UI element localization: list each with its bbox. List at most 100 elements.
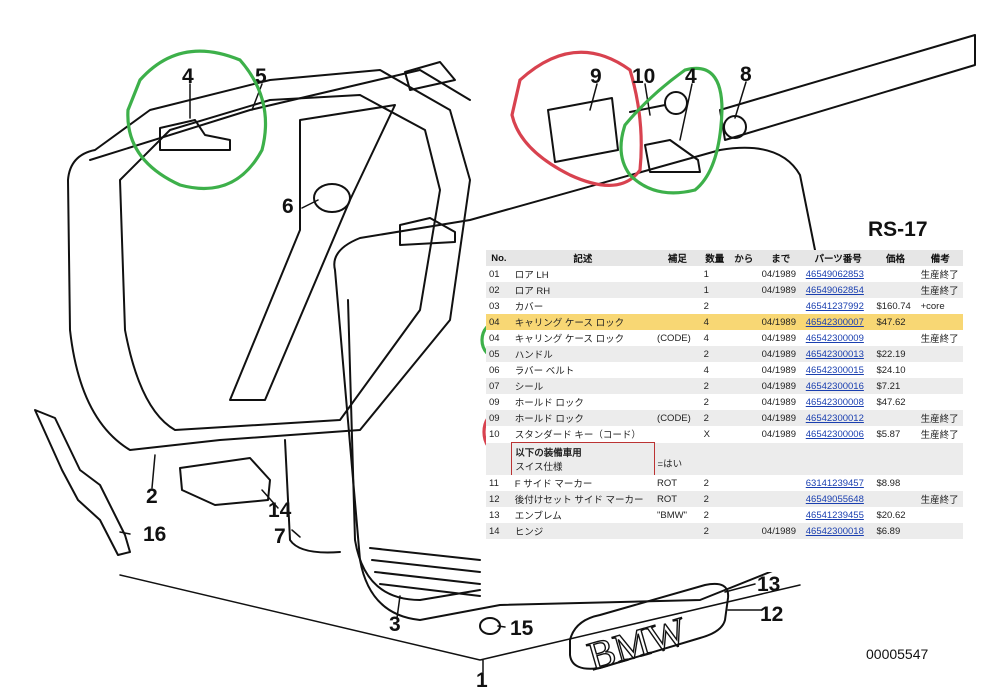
key-10 bbox=[664, 91, 688, 115]
note-line: スイス仕様 bbox=[515, 462, 563, 473]
col-quantity: 数量 bbox=[700, 250, 729, 266]
cell-to: 04/1989 bbox=[761, 332, 796, 344]
cell-to: 04/1989 bbox=[758, 314, 803, 330]
col-no: No. bbox=[486, 250, 512, 266]
cell-from bbox=[729, 298, 759, 314]
part-number-link[interactable]: 46542300006 bbox=[805, 428, 864, 440]
cell-no: 09 bbox=[489, 396, 500, 408]
note-value-cell: =はい bbox=[654, 442, 701, 475]
cell-to: 04/1989 bbox=[758, 346, 803, 362]
cell-from bbox=[728, 378, 759, 394]
cell-remarks bbox=[917, 523, 963, 539]
cell-remarks bbox=[918, 507, 963, 523]
cell-from bbox=[728, 346, 759, 362]
part-number-link[interactable]: 46542300013 bbox=[805, 348, 864, 360]
drawing-number: 00005547 bbox=[866, 646, 929, 662]
part-number-link[interactable]: 46542300018 bbox=[805, 525, 864, 537]
mounting-rail bbox=[719, 34, 976, 141]
cell-remarks: 生産終了 bbox=[920, 270, 959, 281]
note-no-cell bbox=[486, 442, 512, 475]
cell-supplement bbox=[654, 314, 701, 330]
leader-lines bbox=[119, 81, 801, 673]
cell-description: カバー bbox=[514, 302, 544, 313]
cell-supplement: ROT bbox=[657, 477, 678, 489]
green-circle-lock-4a bbox=[126, 49, 268, 190]
note-value: =はい bbox=[657, 458, 683, 470]
cell-supplement: ROT bbox=[654, 491, 701, 507]
key-10-shaft bbox=[629, 104, 666, 113]
cell-part-number: 46542300013 bbox=[802, 346, 874, 362]
parts-table-header: No. 記述 補足 数量 から まで パーツ番号 価格 備考 bbox=[486, 250, 963, 266]
cell-price bbox=[873, 491, 918, 507]
callout-13: 13 bbox=[757, 573, 781, 596]
cell-from bbox=[729, 394, 759, 410]
callout-14: 14 bbox=[268, 499, 292, 522]
part-number-link[interactable]: 46542300012 bbox=[805, 412, 864, 424]
part-number-link[interactable]: 46541239455 bbox=[805, 509, 864, 521]
top-lock bbox=[404, 61, 456, 91]
part-number-link[interactable]: 63141239457 bbox=[805, 477, 864, 489]
part-number-link[interactable]: 46542300009 bbox=[805, 332, 864, 344]
part-number-link[interactable]: 46542300008 bbox=[805, 396, 864, 408]
cell-to: 04/1989 bbox=[761, 268, 796, 280]
cell-supplement: (CODE) bbox=[654, 410, 701, 426]
cell-remarks bbox=[917, 314, 963, 330]
cell-part-number: 46542300016 bbox=[802, 378, 874, 394]
part-number-link[interactable]: 46542300015 bbox=[805, 364, 864, 376]
cell-part-number: 46542300008 bbox=[803, 394, 874, 410]
cell-no: 10 bbox=[489, 428, 500, 440]
cell-part-number: 46549055648 bbox=[802, 491, 874, 507]
cell-supplement bbox=[654, 378, 701, 394]
cell-remarks: 生産終了 bbox=[917, 491, 963, 507]
col-part-number: パーツ番号 bbox=[802, 250, 874, 266]
cell-to: 04/1989 bbox=[758, 523, 803, 539]
cell-quantity: 2 bbox=[700, 523, 729, 539]
cell-from bbox=[728, 410, 759, 426]
part-number-link[interactable]: 46542300007 bbox=[805, 316, 864, 328]
part-number-link[interactable]: 46549062853 bbox=[805, 268, 864, 280]
cell-price: $20.62 bbox=[876, 509, 906, 521]
part-number-link[interactable]: 46541237992 bbox=[805, 300, 864, 312]
rubber-15 bbox=[479, 617, 501, 635]
cell-no: 03 bbox=[489, 300, 500, 312]
callout-15: 15 bbox=[510, 617, 534, 640]
cell-part-number: 46542300012 bbox=[802, 410, 874, 426]
cell-part-number: 46541237992 bbox=[803, 298, 874, 314]
cell-quantity: 2 bbox=[700, 346, 729, 362]
red-circle-hold-lock-9 bbox=[510, 50, 643, 187]
cell-no: 02 bbox=[486, 282, 512, 298]
cell-no: 09 bbox=[486, 410, 512, 426]
cell-quantity: 2 bbox=[700, 378, 729, 394]
cell-part-number: 46542300007 bbox=[802, 314, 874, 330]
callout-5: 5 bbox=[255, 65, 267, 88]
part-number-link[interactable]: 46549062854 bbox=[805, 284, 864, 296]
cell-part-number: 63141239457 bbox=[803, 475, 874, 491]
part-number-link[interactable]: 46542300016 bbox=[805, 380, 864, 392]
cell-supplement bbox=[654, 266, 701, 282]
cell-quantity: 2 bbox=[703, 477, 709, 489]
cell-quantity: 2 bbox=[703, 509, 709, 521]
case-lock-4b bbox=[644, 139, 701, 173]
cell-from bbox=[728, 282, 759, 298]
callout-12: 12 bbox=[760, 603, 784, 626]
callout-4b: 4 bbox=[685, 65, 697, 88]
col-description: 記述 bbox=[511, 250, 655, 266]
cell-supplement: (CODE) bbox=[657, 332, 691, 344]
cell-part-number: 46541239455 bbox=[803, 507, 874, 523]
cell-no: 06 bbox=[489, 364, 500, 376]
part-number-link[interactable]: 46549055648 bbox=[805, 493, 864, 505]
rubber-strap bbox=[229, 104, 396, 401]
cell-description: ロア LH bbox=[514, 270, 549, 281]
note-condition-cell: 以下の装備車用 スイス仕様 bbox=[511, 442, 655, 475]
cell-description: F サイド マーカー bbox=[514, 479, 593, 490]
cell-supplement bbox=[654, 282, 701, 298]
cell-description: キャリング ケース ロック bbox=[511, 314, 655, 330]
cell-remarks: 生産終了 bbox=[917, 282, 963, 298]
cell-no: 11 bbox=[489, 477, 499, 489]
col-from: から bbox=[728, 250, 759, 266]
cell-from bbox=[729, 330, 759, 346]
